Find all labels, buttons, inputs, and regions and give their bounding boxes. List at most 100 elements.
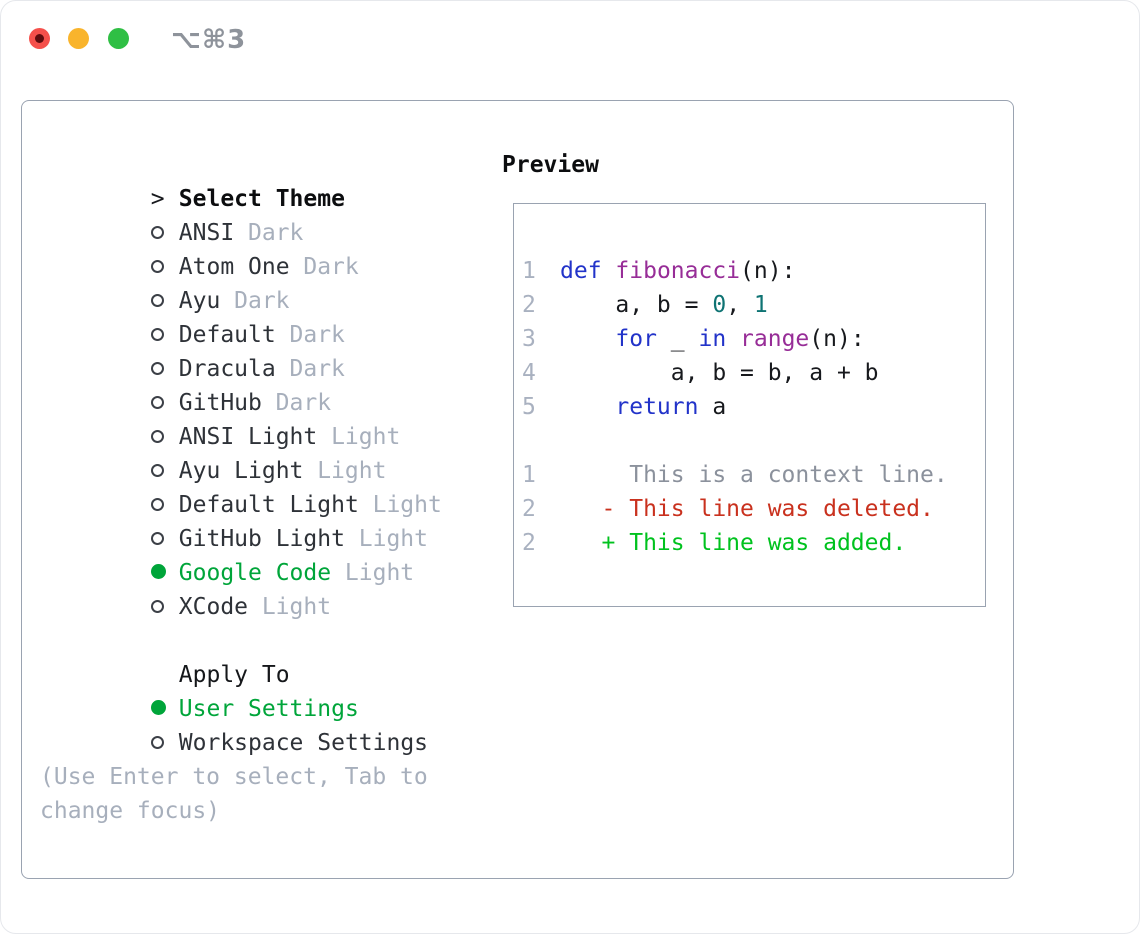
code-token: - This line was deleted. — [560, 496, 934, 522]
theme-variant: Light — [331, 424, 401, 450]
apply-option-workspace-settings[interactable]: Workspace Settings — [40, 692, 480, 756]
select-theme-header: > Select Theme — [40, 148, 480, 212]
prompt-icon: > — [150, 186, 165, 212]
apply-option-label: Workspace Settings — [178, 730, 429, 756]
code-line: 2 - This line was deleted. — [522, 492, 985, 526]
line-number: 1 — [522, 258, 536, 284]
theme-variant: Light — [317, 458, 387, 484]
theme-variant: Dark — [303, 254, 359, 280]
radio-icon — [150, 590, 179, 624]
code-token: range — [740, 326, 810, 352]
theme-option[interactable]: Ayu Light Light — [40, 420, 480, 484]
code-token: 0 — [712, 292, 727, 318]
code-token: _ — [656, 326, 699, 352]
code-token: in — [698, 326, 727, 352]
theme-name: Dracula — [178, 356, 276, 382]
line-number: 2 — [522, 530, 536, 556]
select-theme-title: Select Theme — [178, 186, 345, 212]
theme-name: Atom One — [178, 254, 290, 280]
theme-name: GitHub Light — [178, 526, 345, 552]
code-token: a — [698, 394, 727, 420]
code-token: (n): — [809, 326, 865, 352]
code-token: 1 — [753, 292, 768, 318]
line-number: 1 — [522, 462, 536, 488]
code-token: return — [615, 394, 699, 420]
theme-name: Google Code — [178, 560, 332, 586]
theme-variant: Dark — [289, 356, 345, 382]
code-token — [726, 326, 740, 352]
radio-icon — [150, 556, 179, 590]
theme-variant: Light — [358, 526, 428, 552]
window-title: ⌥⌘3 — [171, 25, 247, 55]
code-token: for — [615, 326, 657, 352]
theme-variant: Dark — [234, 288, 290, 314]
theme-option[interactable]: GitHub Light Light — [40, 488, 480, 552]
code-line: 2 a, b = 0, 1 — [522, 288, 985, 322]
close-button[interactable] — [29, 28, 50, 49]
apply-option-user-settings[interactable]: User Settings — [40, 658, 480, 722]
code-line — [522, 424, 985, 458]
preview-title: Preview — [502, 152, 599, 178]
theme-name: Ayu Light — [178, 458, 304, 484]
line-number: 3 — [522, 326, 536, 352]
code-token — [560, 326, 615, 352]
code-token — [560, 394, 615, 420]
code-token — [602, 258, 616, 284]
theme-name: Ayu — [178, 288, 221, 314]
code-token: a, b = — [560, 292, 713, 318]
radio-icon — [150, 726, 179, 760]
theme-variant: Dark — [275, 390, 332, 416]
code-line: 1 def fibonacci(n): — [522, 254, 985, 288]
radio-icon — [150, 488, 179, 522]
radio-icon — [150, 250, 179, 284]
code-token: fibonacci — [615, 258, 741, 284]
line-number: 2 — [522, 292, 536, 318]
line-number: 4 — [522, 360, 536, 386]
titlebar: ⌥⌘3 — [1, 1, 1139, 75]
theme-option[interactable]: GitHub Dark — [40, 352, 480, 416]
help-text: (Use Enter to select, Tab to change focu… — [40, 764, 428, 824]
theme-variant: Dark — [247, 220, 304, 246]
radio-icon — [150, 318, 179, 352]
code-token: This is a context line. — [560, 462, 948, 488]
zoom-button[interactable] — [108, 28, 129, 49]
radio-icon — [150, 216, 179, 250]
theme-variant: Light — [344, 560, 415, 586]
radio-icon — [150, 522, 179, 556]
radio-icon — [150, 352, 179, 386]
theme-option[interactable]: Atom One Dark — [40, 216, 480, 280]
code-token: (n): — [740, 258, 796, 284]
radio-icon — [150, 386, 179, 420]
line-number: 2 — [522, 496, 536, 522]
theme-name: GitHub — [178, 390, 262, 416]
radio-icon — [150, 284, 179, 318]
code-token: + This line was added. — [560, 530, 907, 556]
theme-option[interactable]: ANSI Dark — [40, 182, 480, 246]
radio-icon — [150, 420, 179, 454]
theme-option[interactable]: Ayu Dark — [40, 250, 480, 314]
code-token: def — [560, 258, 602, 284]
theme-option[interactable]: Dracula Dark — [40, 318, 480, 382]
theme-option[interactable]: Google Code Light — [40, 522, 480, 586]
code-line: 2 + This line was added. — [522, 526, 985, 560]
apply-to-header: Apply To — [40, 624, 480, 688]
code-line: 1 This is a context line. — [522, 458, 985, 492]
line-number: 5 — [522, 394, 536, 420]
apply-to-title: Apply To — [178, 662, 290, 688]
theme-name: ANSI — [178, 220, 235, 246]
radio-icon — [150, 454, 179, 488]
code-line: 4 a, b = b, a + b — [522, 356, 985, 390]
minimize-button[interactable] — [68, 28, 89, 49]
apply-option-label: User Settings — [178, 696, 359, 722]
close-button-dot — [35, 34, 44, 43]
theme-variant: Light — [372, 492, 442, 518]
